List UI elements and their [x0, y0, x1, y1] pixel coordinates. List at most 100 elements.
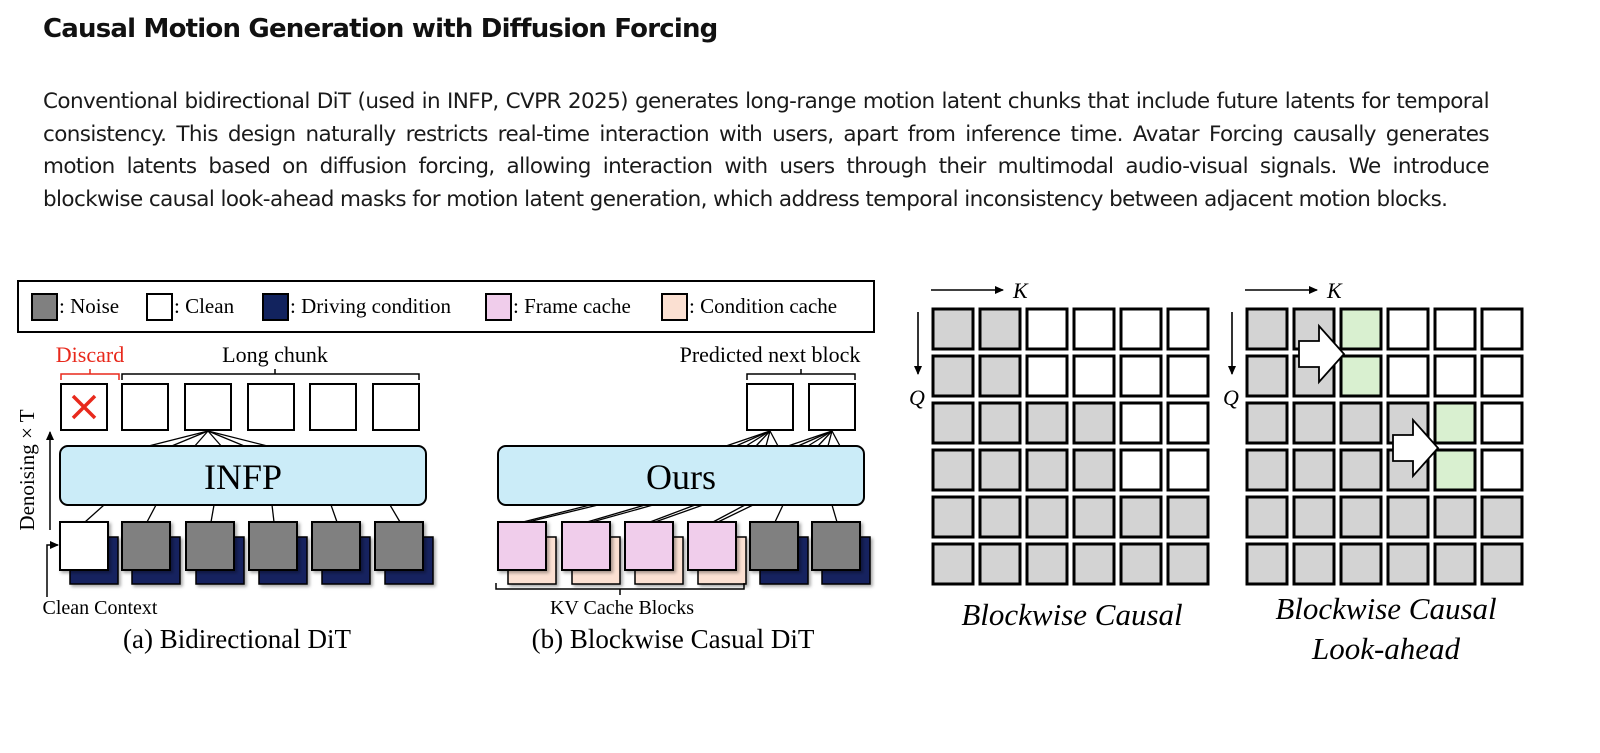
noise-block [248, 521, 298, 571]
mask-cell [1119, 495, 1163, 539]
legend-item-frame-cache: : Frame cache [485, 293, 631, 321]
mask-cell [1025, 307, 1069, 351]
mask-cell [1119, 401, 1163, 445]
mask-cell [1119, 542, 1163, 586]
mask-cell [1166, 448, 1210, 492]
mask-cell [1386, 354, 1430, 398]
mask-cell [931, 354, 975, 398]
legend-label: : Noise [59, 294, 119, 318]
discard-x-icon [71, 394, 97, 420]
output-fan-lines [148, 430, 268, 447]
discard-label: Discard [56, 342, 124, 367]
mask-cell [1025, 401, 1069, 445]
mask-cell [1245, 542, 1289, 586]
mask-cell [1025, 448, 1069, 492]
ours-model-box [497, 445, 865, 506]
input-latent-noise [374, 504, 434, 585]
mask-cell [1119, 307, 1163, 351]
mask-cell [1072, 307, 1116, 351]
k-axis-label: K [1012, 278, 1029, 303]
mask-cell [978, 495, 1022, 539]
input-latent-noise [749, 504, 809, 585]
kv-cache-label: KV Cache Blocks [550, 597, 694, 619]
mask-cell [1339, 307, 1383, 351]
legend-swatch [485, 293, 512, 321]
long-chunk-label: Long chunk [222, 342, 328, 367]
discarded-output-block [60, 383, 108, 431]
q-axis-label: Q [1223, 385, 1239, 410]
output-block [247, 383, 295, 431]
predicted-output-block [808, 383, 856, 431]
mask-cell [1072, 354, 1116, 398]
mask-cell [1245, 495, 1289, 539]
mask-caption: Blockwise Causal [1275, 591, 1496, 626]
mask-cell [1072, 542, 1116, 586]
mask-cell [1480, 354, 1524, 398]
mask-cell [1480, 495, 1524, 539]
mask-cell [978, 401, 1022, 445]
mask-cell [1166, 495, 1210, 539]
mask-cell [1433, 448, 1477, 492]
legend-label: : Clean [174, 294, 235, 318]
mask-cell [1166, 307, 1210, 351]
mask-cell [1025, 495, 1069, 539]
prediction-fan-lines [725, 430, 841, 447]
denoising-label: Denoising × T [15, 409, 39, 530]
frame-cache-block [687, 521, 737, 571]
ours-model-label: Ours [646, 457, 716, 497]
mask-cell [1386, 542, 1430, 586]
predicted-next-block-label: Predicted next block [680, 342, 861, 367]
mask-cell [1245, 448, 1289, 492]
noise-block [185, 521, 235, 571]
mask-cell [1339, 354, 1383, 398]
noise-block [311, 521, 361, 571]
clean-context-arrow-icon [46, 541, 59, 597]
diagram-blockwise-causal: Predicted next block Ours KV Cache Block… [495, 342, 871, 654]
input-latent-clean [59, 504, 119, 585]
input-latent-noise [121, 504, 181, 585]
input-latent-frame-cache [624, 504, 704, 585]
mask-cell [1480, 401, 1524, 445]
q-axis-label: Q [909, 385, 925, 410]
page-title: Causal Motion Generation with Diffusion … [43, 14, 718, 44]
output-block [309, 383, 357, 431]
mask-cell [978, 307, 1022, 351]
description-paragraph: Conventional bidirectional DiT (used in … [43, 89, 1490, 212]
mask-cell [1339, 542, 1383, 586]
mask-cell [1386, 495, 1430, 539]
legend-swatch [661, 293, 688, 321]
mask-cell [1025, 354, 1069, 398]
diagram-bidirectional: Discard Long chunk INFP Denoising × T Cl… [15, 342, 434, 654]
mask-cell [1433, 401, 1477, 445]
mask-cell [1480, 448, 1524, 492]
infp-model-label: INFP [204, 457, 282, 497]
input-latent-frame-cache [687, 504, 754, 585]
input-latent-noise [248, 504, 308, 585]
legend-item-condition-cache: : Condition cache [661, 293, 837, 321]
mask-cell [1480, 307, 1524, 351]
mask-cell [1166, 401, 1210, 445]
mask-cell [1433, 542, 1477, 586]
mask-cell [978, 448, 1022, 492]
output-block [184, 383, 232, 431]
mask-cell [931, 542, 975, 586]
mask-cell [1339, 401, 1383, 445]
frame-cache-block [561, 521, 611, 571]
mask-cell [1072, 495, 1116, 539]
mask-cell [1480, 542, 1524, 586]
input-latent-noise [811, 504, 871, 585]
legend-item-driving: : Driving condition [262, 293, 451, 321]
legend-label: : Condition cache [689, 294, 837, 318]
mask-cell [1339, 448, 1383, 492]
mask-cell [931, 307, 975, 351]
legend-swatch [146, 293, 173, 321]
infp-model-box [59, 445, 427, 506]
mask-cell [1245, 307, 1289, 351]
legend-swatch [31, 293, 58, 321]
discard-bracket [60, 369, 120, 380]
mask-cell [1339, 495, 1383, 539]
mask-cell [1433, 495, 1477, 539]
